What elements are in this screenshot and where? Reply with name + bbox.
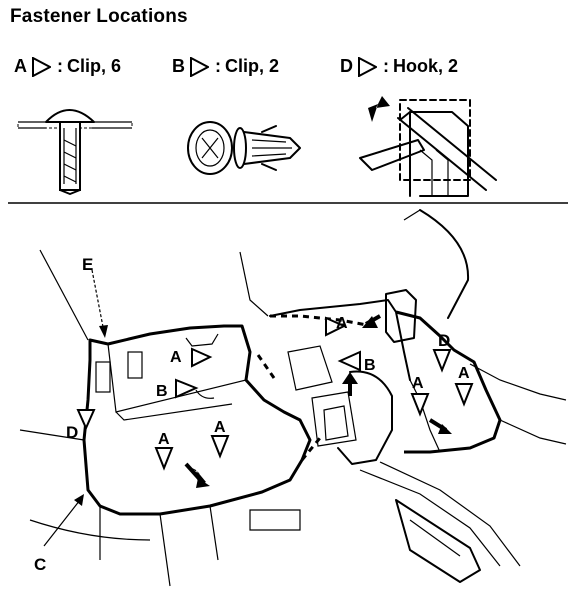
- clip-b-marker: [337, 350, 361, 372]
- legend-text: Clip, 2: [225, 56, 280, 76]
- legend-colon: :: [383, 56, 389, 76]
- hook-d-illustration: [359, 96, 497, 197]
- callout-a-label: A: [158, 431, 170, 448]
- clip-a-marker: [454, 383, 474, 407]
- legend-colon: :: [215, 56, 221, 76]
- clip-b-illustration: [187, 121, 301, 175]
- triangle-pointer-icon: [358, 56, 377, 77]
- clip-a-marker: [210, 435, 230, 459]
- callout-d-label: D: [66, 423, 78, 442]
- triangle-pointer-icon: [190, 56, 209, 77]
- callout-a-label: A: [412, 375, 424, 392]
- clip-a-marker: [191, 347, 213, 368]
- clip-a-marker: [325, 316, 347, 337]
- diagram-title: Fastener Locations: [10, 6, 188, 27]
- legend-letter: A: [14, 56, 27, 76]
- clip-a-illustration: [17, 109, 133, 195]
- callout-e-label: E: [82, 255, 93, 274]
- legend-item-a: A : Clip, 6: [14, 56, 121, 77]
- triangle-pointer-icon: [32, 56, 51, 77]
- clip-b-marker: [175, 378, 199, 399]
- legend-colon: :: [57, 56, 63, 76]
- callout-a-label: A: [214, 419, 226, 436]
- hook-d-marker: [432, 349, 452, 373]
- callout-leaders: [43, 269, 108, 547]
- floor-carpet-outline: [19, 209, 567, 587]
- legend-letter: D: [340, 56, 353, 76]
- callout-b-label: B: [364, 357, 376, 374]
- removal-arrows: [184, 314, 452, 488]
- clip-a-marker: [410, 393, 430, 417]
- callout-b-label: B: [156, 383, 168, 400]
- callout-c-label: C: [34, 555, 46, 574]
- callout-d-label: D: [438, 331, 450, 350]
- callout-a-label: A: [170, 349, 182, 366]
- legend-text: Clip, 6: [67, 56, 122, 76]
- legend-item-d: D : Hook, 2: [340, 56, 458, 77]
- callout-a-label: A: [336, 315, 348, 332]
- legend-item-b: B : Clip, 2: [172, 56, 279, 77]
- legend-text: Hook, 2: [393, 56, 459, 76]
- callout-a-label: A: [458, 365, 470, 382]
- clip-a-marker: [154, 447, 174, 471]
- hook-d-marker: [76, 409, 96, 431]
- fastener-markers: [76, 316, 474, 471]
- legend-letter: B: [172, 56, 185, 76]
